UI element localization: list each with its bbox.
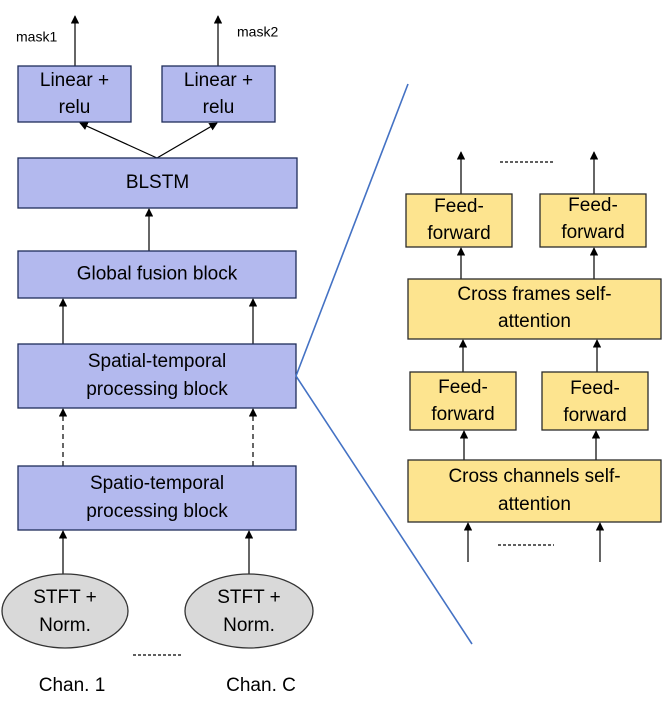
stft-norm-chanc: STFT + Norm. <box>184 573 314 649</box>
ff-mid-right-line2: forward <box>563 405 626 426</box>
zoom-line-bottom <box>295 375 473 645</box>
ff-mid-left-line2: forward <box>431 404 494 425</box>
global-fusion-block: Global fusion block <box>17 250 297 299</box>
cross-channels-line1: Cross channels self- <box>448 466 620 487</box>
mask1-label: mask1 <box>16 29 57 45</box>
cross-frames-line1: Cross frames self- <box>457 284 611 305</box>
spatio-temporal-block: Spatio-temporal processing block <box>17 465 297 531</box>
cross-frames-attention-block: Cross frames self- attention <box>407 278 662 340</box>
stftc-line2: Norm. <box>223 615 275 636</box>
cross-channels-attention-block: Cross channels self- attention <box>407 459 662 523</box>
linear-relu-block-1: Linear + relu <box>17 65 132 123</box>
ff-top-right-line1: Feed- <box>568 195 618 216</box>
ff-top-left-line2: forward <box>427 223 490 244</box>
blstm-block: BLSTM <box>17 157 298 209</box>
spatio-temporal-line1: Spatio-temporal <box>90 473 224 494</box>
chan1-label: Chan. 1 <box>39 675 106 696</box>
global-fusion-label: Global fusion block <box>77 264 238 285</box>
linear-relu-2-line1: Linear + <box>184 70 253 91</box>
linear-relu-2-line2: relu <box>203 97 235 118</box>
linear-relu-1-line1: Linear + <box>40 70 109 91</box>
blstm-label: BLSTM <box>126 172 189 193</box>
ff-mid-right-line1: Feed- <box>570 378 620 399</box>
stft1-line1: STFT + <box>33 587 97 608</box>
spatio-temporal-line2: processing block <box>86 501 228 522</box>
cross-channels-line2: attention <box>498 494 571 515</box>
linear-relu-block-2: Linear + relu <box>161 65 276 123</box>
stft1-line2: Norm. <box>39 615 91 636</box>
blstm-to-linear2-arrow <box>156 122 218 159</box>
cross-frames-line2: attention <box>498 311 571 332</box>
spatial-temporal-line2: processing block <box>86 379 228 400</box>
stftc-line1: STFT + <box>217 587 281 608</box>
mask2-label: mask2 <box>237 24 278 40</box>
chanc-label: Chan. C <box>226 675 296 696</box>
spatial-temporal-line1: Spatial-temporal <box>88 351 226 372</box>
ff-top-left-line1: Feed- <box>434 196 484 217</box>
feed-forward-top-left: Feed- forward <box>405 193 513 248</box>
linear-relu-1-line2: relu <box>59 97 91 118</box>
feed-forward-mid-right: Feed- forward <box>541 371 649 431</box>
feed-forward-top-right: Feed- forward <box>539 193 647 248</box>
zoom-line-top <box>295 83 409 377</box>
feed-forward-mid-left: Feed- forward <box>409 371 517 431</box>
blstm-to-linear1-arrow <box>79 122 158 159</box>
spatial-temporal-block: Spatial-temporal processing block <box>17 343 297 409</box>
ff-top-right-line2: forward <box>561 222 624 243</box>
ff-mid-left-line1: Feed- <box>438 377 488 398</box>
stft-norm-chan1: STFT + Norm. <box>1 573 129 649</box>
